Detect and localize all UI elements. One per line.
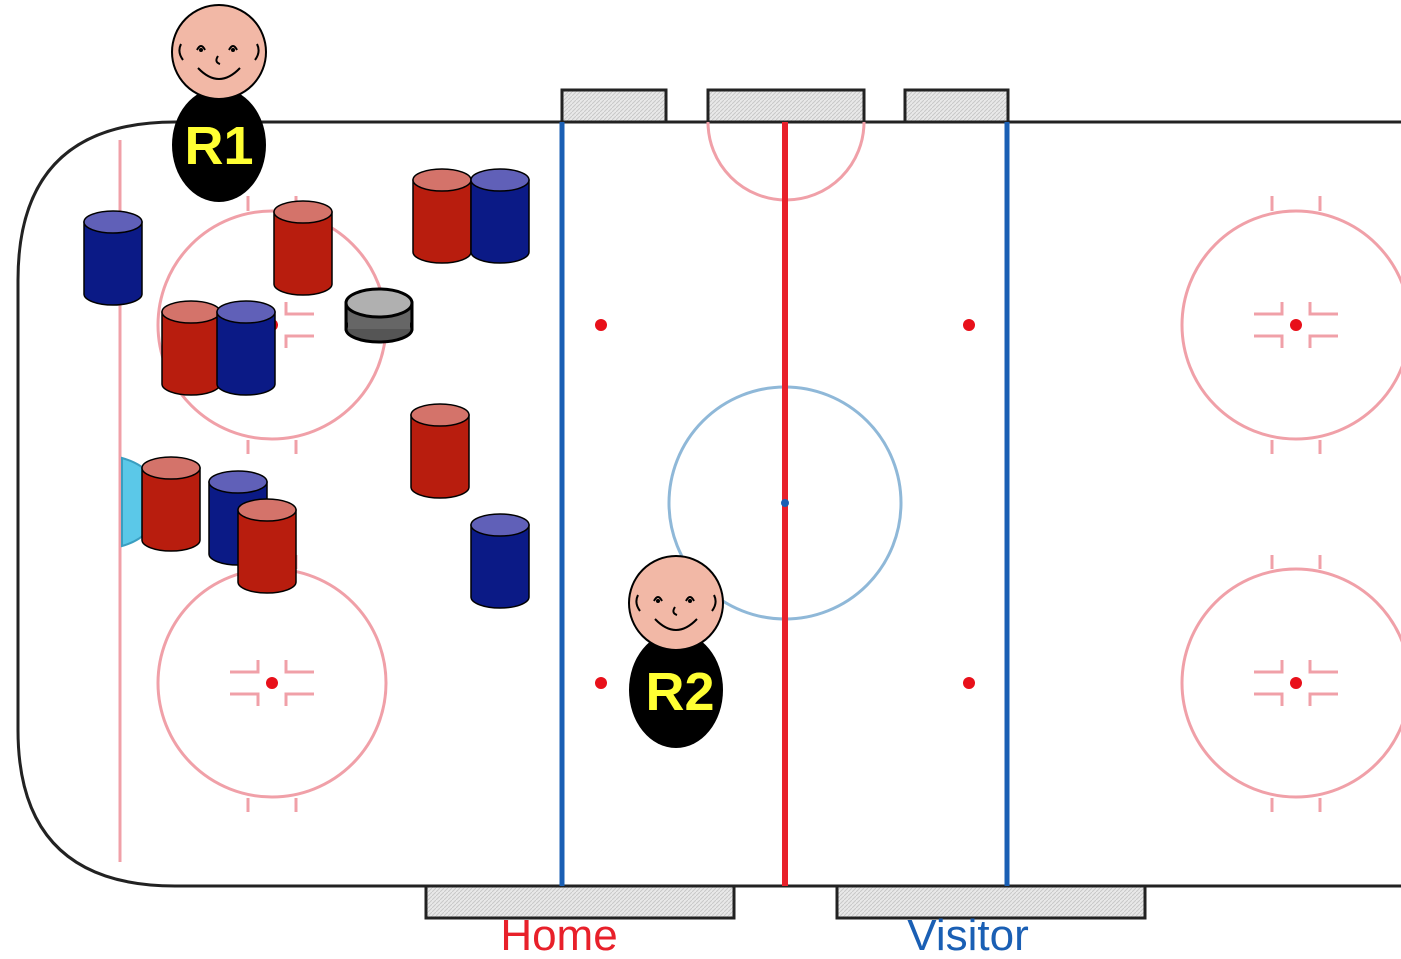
home-bench-label: Home [500,911,617,954]
top-box-right [903,88,1010,124]
red-player-marker [141,456,201,552]
referee-r1-label: R1 [184,116,253,176]
player-benches [424,884,1147,920]
referee-r2: R2 [628,555,724,748]
players [83,168,530,609]
referee-r2-face-icon [628,555,724,651]
referee-r2-body [629,632,723,748]
red-player-marker [237,498,297,594]
referee-r1-body [172,88,266,202]
top-box-center [706,88,866,124]
blue-player-marker [83,210,143,306]
puck-icon [344,287,414,344]
home-bench [424,884,736,920]
red-player-marker [410,403,470,499]
faceoff-circle-bottom-right [1180,567,1401,799]
visitor-bench-label: Visitor [907,911,1028,954]
top-box-left [560,88,668,124]
blue-player-marker [216,300,276,396]
referee-r1-face-icon [171,4,267,100]
red-player-marker [412,168,472,264]
visitor-bench [835,884,1147,920]
referee-r2-label: R2 [645,662,714,722]
center-dot [781,499,789,507]
red-player-marker [273,200,333,296]
blue-player-marker [470,513,530,609]
blue-player-marker [470,168,530,264]
faceoff-circle-top-right [1180,209,1401,441]
referee-r1: R1 [171,4,267,202]
red-player-marker [161,300,221,396]
top-boxes [560,88,1010,124]
